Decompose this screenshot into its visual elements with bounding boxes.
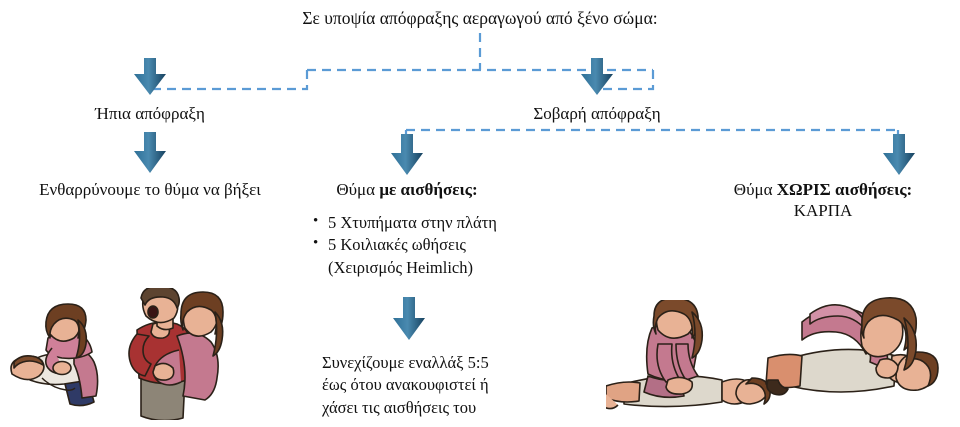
arrow-to-severe-obstruction bbox=[581, 58, 613, 95]
repeat-cycle-instruction: Συνεχίζουμε εναλλάξ 5:5 έως ότου ανακουφ… bbox=[322, 352, 562, 419]
node-conscious-victim-emphasis: με αισθήσεις bbox=[379, 180, 472, 199]
node-conscious-victim: Θύμα με αισθήσεις: bbox=[277, 180, 537, 201]
node-unconscious-victim: Θύμα ΧΩΡΙΣ αισθήσεις: ΚΑΡΠΑ bbox=[688, 180, 958, 221]
node-severe-obstruction: Σοβαρή απόφραξη bbox=[487, 104, 707, 125]
node-conscious-victim-prefix: Θύμα bbox=[336, 180, 380, 199]
node-unconscious-victim-emphasis: ΧΩΡΙΣ αισθήσεις bbox=[776, 180, 907, 199]
node-unconscious-victim-action: ΚΑΡΠΑ bbox=[793, 200, 853, 220]
repeat-cycle-prefix: Συνεχίζουμε εναλλάξ bbox=[322, 353, 468, 372]
arrow-to-cough-encouragement bbox=[134, 132, 166, 173]
flowchart-title-text: Σε υποψία απόφραξης αεραγωγού από ξένο σ… bbox=[302, 8, 658, 28]
repeat-cycle-ratio: 5:5 bbox=[467, 353, 489, 372]
conscious-victim-steps: 5 Χτυπήματα στην πλάτη 5 Κοιλιακές ωθήσε… bbox=[310, 211, 497, 279]
node-encourage-cough-label: Ενθαρρύνουμε το θύμα να βήξει bbox=[39, 180, 261, 199]
node-encourage-cough: Ενθαρρύνουμε το θύμα να βήξει bbox=[10, 180, 290, 201]
rescue-breathing-illustration bbox=[765, 297, 939, 396]
node-severe-obstruction-label: Σοβαρή απόφραξη bbox=[533, 104, 661, 123]
list-item: 5 Χτυπήματα στην πλάτη bbox=[313, 211, 497, 234]
heimlich-maneuver-illustration bbox=[128, 288, 224, 420]
repeat-cycle-line2: έως ότου ανακουφιστεί ή bbox=[322, 375, 489, 395]
chest-compressions-illustration bbox=[606, 300, 771, 410]
node-mild-obstruction: Ήπια απόφραξη bbox=[40, 104, 260, 125]
node-mild-obstruction-label: Ήπια απόφραξη bbox=[95, 104, 205, 123]
arrow-to-mild-obstruction bbox=[134, 58, 166, 95]
repeat-cycle-line3: χάσει τις αισθήσεις του bbox=[322, 397, 477, 417]
list-item: 5 Κοιλιακές ωθήσεις bbox=[313, 233, 497, 256]
node-conscious-victim-colon: : bbox=[471, 180, 478, 199]
node-unconscious-victim-prefix: Θύμα bbox=[733, 180, 777, 199]
node-unconscious-victim-colon: : bbox=[906, 180, 913, 199]
arrow-to-conscious-victim bbox=[391, 134, 423, 175]
arrow-to-repeat-cycle bbox=[393, 297, 425, 340]
flowchart-title: Σε υποψία απόφραξης αεραγωγού από ξένο σ… bbox=[0, 8, 960, 29]
back-blows-illustration bbox=[10, 303, 99, 407]
list-item: (Χειρισμός Heimlich) bbox=[328, 257, 473, 277]
arrow-to-unconscious-victim bbox=[883, 134, 915, 175]
